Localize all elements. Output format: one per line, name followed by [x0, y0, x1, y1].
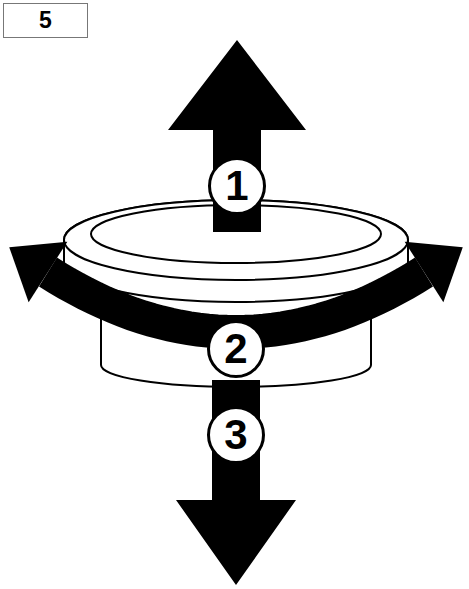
callout-number: 1 — [208, 157, 266, 215]
rotate-arrow-head — [9, 242, 67, 303]
node-text: 2 — [224, 328, 247, 370]
figure-number: 5 — [3, 3, 88, 38]
down-arrow — [176, 380, 296, 585]
up-arrow — [168, 40, 306, 232]
node-text: 1 — [225, 165, 248, 207]
callout-number: 3 — [207, 406, 265, 464]
rotate-arrow-head — [405, 242, 463, 303]
node-text: 3 — [224, 414, 247, 456]
node-text: 5 — [39, 9, 52, 32]
callout-number: 2 — [207, 320, 265, 378]
